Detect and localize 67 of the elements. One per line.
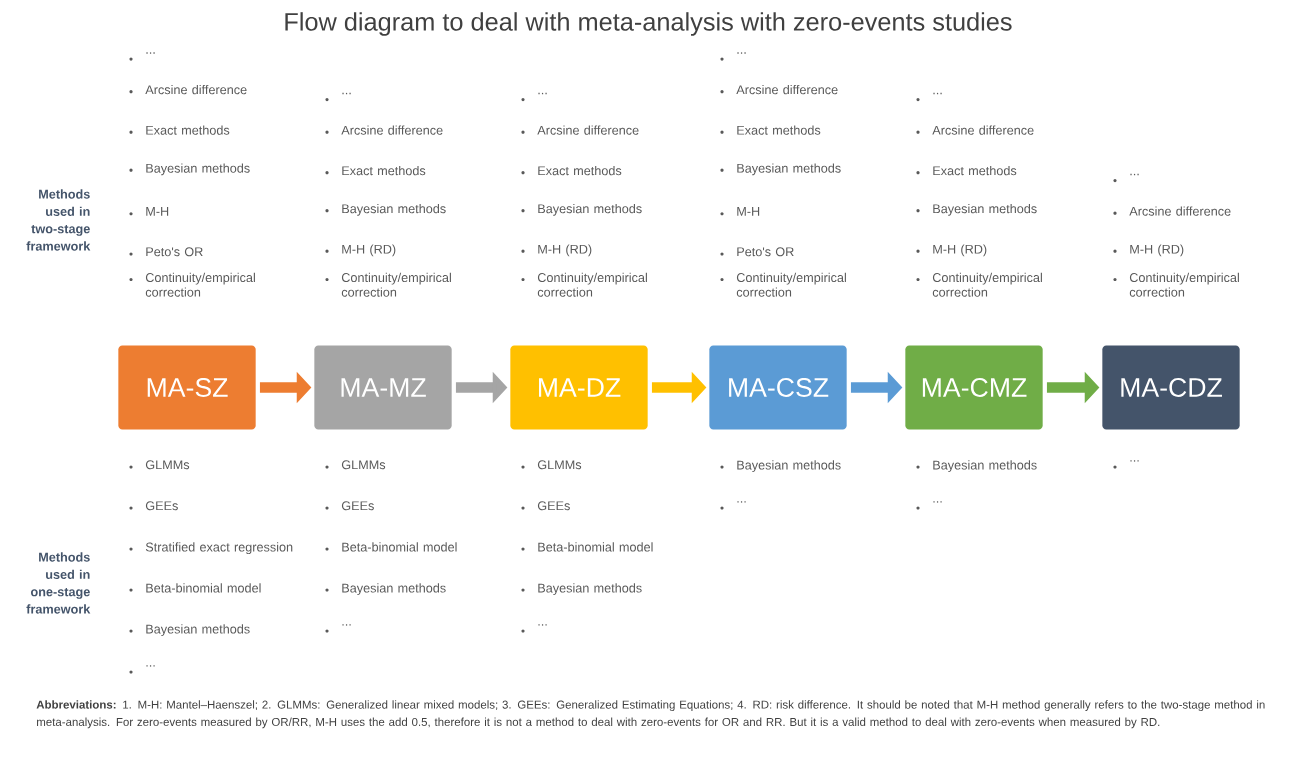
list-item: Peto's OR (720, 247, 794, 257)
list-item: ... (129, 665, 155, 674)
list-item: Arcsine difference (916, 125, 1034, 135)
list-item: Exact methods (129, 125, 230, 135)
list-item: ... (325, 624, 351, 633)
list-item: Bayesian methods (916, 203, 1037, 216)
list-item: Beta-binomial model (325, 542, 457, 552)
list-item: GLMMs (325, 460, 386, 470)
list-item: Bayesian methods (325, 203, 446, 216)
list-item: Bayesian methods (720, 460, 841, 473)
list-item: M-H (RD) (521, 244, 592, 257)
list-item: ... (1113, 460, 1139, 469)
title: Flow diagram to deal with meta-analysis with zero-events studies (285, 12, 1012, 36)
list-item: GEEs (129, 501, 178, 511)
list-item: Beta-binomial model (521, 542, 653, 552)
list-item: M-H (129, 207, 169, 216)
list-item: Exact methods (521, 165, 622, 176)
list-item: ... (1113, 173, 1139, 183)
list-item: ... (325, 92, 351, 102)
list-item: Beta-binomial model (129, 583, 261, 593)
list-item: ... (521, 92, 547, 102)
list-item: Exact methods (720, 125, 821, 135)
list-item: GEEs (325, 501, 374, 511)
list-item: Continuity/empirical correction (325, 272, 451, 297)
list-item: Continuity/empirical correction (1113, 272, 1239, 297)
list-item: Continuity/empirical correction (521, 272, 647, 297)
list-item: ... (916, 501, 942, 510)
list-item: Continuity/empirical correction (129, 272, 255, 297)
caption: Abbreviations: 1. M-H: Mantel–Haenszel; 2. GLMMs: Generalized linear mixed models; 3. GEEs: Generalized Estimating Equations; 4. RD: risk difference. It should be noted that M-H method generally refers to the two-stage method in meta-analysis. For zero-events measured by OR/RR, M-H uses the add 0.5, therefore it is not a method to deal with zero-events for OR and RR. But it is a valid method to deal with zero-events when measured by RD. (36, 700, 1265, 729)
list-item: Continuity/empirical correction (916, 272, 1042, 297)
list-item: Bayesian methods (720, 163, 841, 176)
list-item: Peto's OR (129, 247, 203, 257)
list-item: Continuity/empirical correction (720, 272, 846, 297)
list-item: Arcsine difference (325, 125, 443, 135)
process-box: MA-CDZ (1102, 345, 1240, 430)
list-item: Bayesian methods (521, 583, 642, 596)
side-heading: Methods used in two-stage framework (26, 189, 91, 251)
process-box: MA-CMZ (905, 345, 1043, 430)
list-item: ... (521, 624, 547, 633)
process-box: MA-SZ (118, 345, 256, 430)
list-item: Stratified exact regression (129, 542, 293, 555)
side-heading: Methods used in one-stage framework (26, 552, 91, 614)
list-item: ... (916, 92, 942, 102)
list-item: ... (720, 52, 746, 61)
process-box: MA-DZ (510, 345, 648, 430)
list-item: Bayesian methods (129, 624, 250, 637)
list-item: ... (129, 52, 155, 61)
list-item: Bayesian methods (916, 460, 1037, 473)
list-item: GLMMs (129, 460, 190, 470)
list-item: M-H (RD) (916, 244, 987, 257)
list-item: M-H (RD) (1113, 244, 1184, 257)
process-box: MA-MZ (314, 345, 452, 430)
list-item: Arcsine difference (521, 125, 639, 135)
list-item: Bayesian methods (521, 203, 642, 216)
list-item: Exact methods (325, 165, 426, 176)
list-item: GLMMs (521, 460, 582, 470)
list-item: GEEs (521, 501, 570, 511)
list-item: Bayesian methods (325, 583, 446, 596)
list-item: Exact methods (916, 165, 1017, 176)
list-item: M-H (RD) (325, 244, 396, 257)
list-item: M-H (720, 207, 760, 216)
list-item: Arcsine difference (129, 84, 247, 95)
process-box: MA-CSZ (709, 345, 847, 430)
list-item: Bayesian methods (129, 163, 250, 176)
list-item: ... (720, 501, 746, 510)
list-item: Arcsine difference (1113, 206, 1231, 216)
list-item: Arcsine difference (720, 84, 838, 95)
